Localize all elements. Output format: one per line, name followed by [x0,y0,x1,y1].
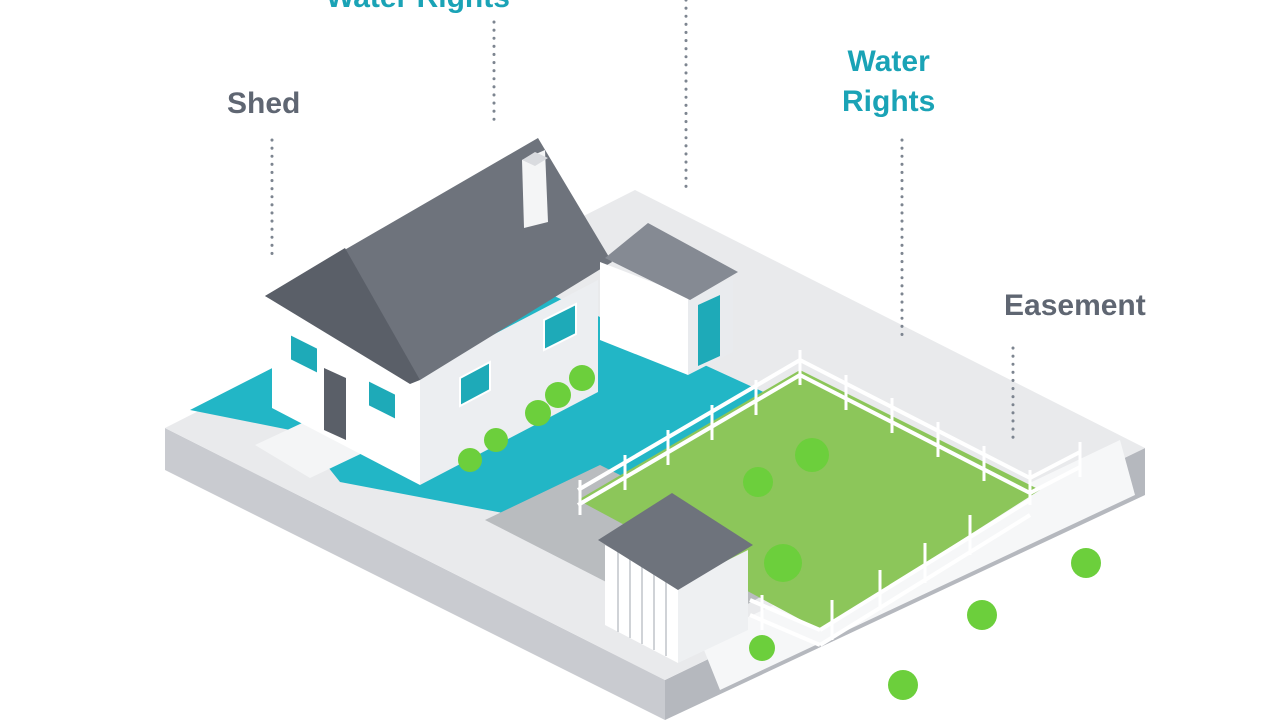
house-window [289,332,319,376]
leader-lines [270,0,1015,447]
fence [576,350,1082,647]
label-water-rights-line2: Rights [842,85,936,118]
label-water-rights: Water Rights [842,42,935,122]
house-window [459,360,491,408]
house-door [324,368,346,440]
house-window [367,378,397,422]
shrubs [458,365,1101,700]
label-water-rights-line1: Water [847,45,930,78]
house-window [543,302,577,352]
label-easement: Easement [1004,289,1146,322]
garage [600,223,738,375]
label-water-rights-top: Water Rights [326,0,510,18]
shed-building [598,493,753,663]
lawn [578,370,1040,630]
garage-door [698,295,720,366]
label-shed: Shed [227,87,301,120]
house [265,138,612,485]
